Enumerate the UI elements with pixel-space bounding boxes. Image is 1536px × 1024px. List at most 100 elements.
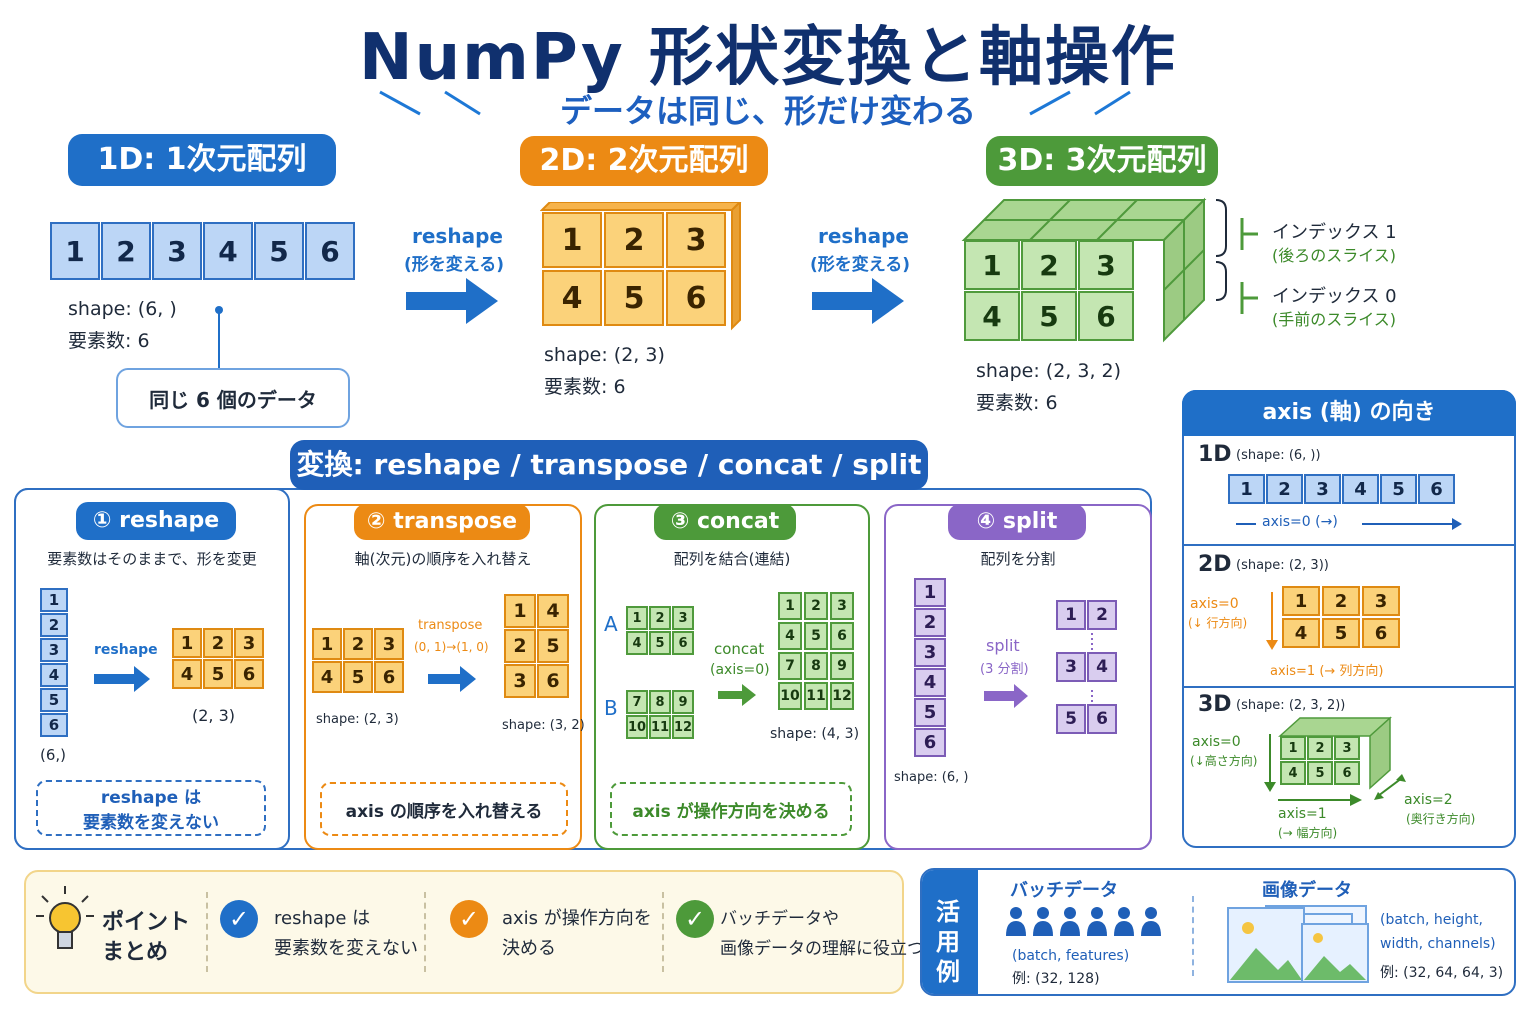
arrow2-label: reshape	[818, 224, 909, 248]
array-cell: 4	[1280, 761, 1306, 785]
array-cell: 4	[40, 663, 68, 687]
array-cell: 10	[626, 715, 648, 739]
people-icon	[1006, 907, 1161, 936]
reshape-arrow-label: reshape	[94, 642, 158, 658]
array-2d-depth	[540, 202, 742, 331]
array-cell: 1	[964, 240, 1020, 290]
array-cell: 4	[542, 270, 602, 326]
image-title: 画像データ	[1262, 880, 1352, 901]
axis-divider	[1184, 686, 1514, 688]
transpose-note: axis の順序を入れ替える	[320, 782, 568, 836]
array-cell: 3	[234, 628, 264, 658]
array-cell: 2	[1021, 240, 1077, 290]
array-cell: 2	[40, 613, 68, 637]
batch-example: 例: (32, 128)	[1012, 971, 1100, 987]
array-cell: 5	[649, 631, 671, 655]
array-cell: 3	[666, 212, 726, 268]
axis-3d-axis0-sub: (↓高さ方向)	[1190, 754, 1258, 768]
array-cell: 1	[1280, 736, 1306, 760]
same-data-note: 同じ 6 個のデータ	[116, 368, 350, 428]
array-cell: 5	[1021, 291, 1077, 341]
array-cell: 7	[626, 690, 648, 714]
axis-1d-label: 1D	[1198, 442, 1232, 467]
axis-3d-label: 3D	[1198, 692, 1232, 717]
array-cell: 1	[778, 592, 802, 620]
summary-divider	[662, 892, 664, 972]
array-cell: 4	[537, 594, 569, 628]
image-stack-icon	[1227, 905, 1369, 983]
array-cell: 2	[343, 628, 373, 660]
count-1d: 要素数: 6	[68, 330, 150, 352]
transform-banner: 変換: reshape / transpose / concat / split	[290, 440, 928, 490]
axis-3d-axis2-sub: (奥行き方向)	[1406, 812, 1476, 826]
axis-2d-shape: (shape: (2, 3))	[1236, 558, 1329, 573]
concat-note: axis が操作方向を決める	[610, 782, 852, 836]
array-cell: 2	[101, 222, 151, 280]
summary-head1: ポイント	[102, 910, 191, 935]
bracket-icon	[1215, 199, 1258, 314]
check-icon: ✓	[676, 900, 714, 938]
array-cell: 5	[1380, 474, 1417, 504]
axis-2d-axis1: axis=1 (→ 列方向)	[1270, 664, 1384, 679]
array-cell: 4	[1282, 618, 1320, 648]
array-cell: 2	[604, 212, 664, 268]
axis-3d-axis1-sub: (→ 幅方向)	[1278, 826, 1338, 840]
array-cell: 4	[964, 291, 1020, 341]
array-cell: 6	[234, 659, 264, 689]
arrow-right-icon	[812, 278, 904, 324]
check-icon: ✓	[220, 900, 258, 938]
array-cell: 3	[1362, 586, 1400, 616]
array-cell: 1	[40, 588, 68, 612]
transpose-arrow-label: transpose	[418, 618, 483, 633]
array-cell: 5	[1322, 618, 1360, 648]
array-cell: 6	[830, 622, 854, 650]
arrow-right-icon	[718, 684, 756, 706]
array-cell: 5	[914, 698, 946, 727]
array-cell: 1	[914, 578, 946, 607]
array-cell: 4	[203, 222, 253, 280]
arrow-right-icon	[406, 278, 498, 324]
index1-label: インデックス 1	[1272, 222, 1397, 243]
transpose-desc: 軸(次元)の順序を入れ替え	[354, 550, 532, 568]
axis-3d-axis0: axis=0	[1192, 734, 1241, 750]
array-cell: 2	[1322, 586, 1360, 616]
array-cell: 5	[203, 659, 233, 689]
shape-3d: shape: (2, 3, 2)	[976, 360, 1122, 382]
axis-3d-axis1: axis=1	[1278, 806, 1327, 822]
axis-arrow-icon	[1236, 518, 1462, 530]
concat-result-shape: shape: (4, 3)	[770, 726, 860, 742]
split-arrow-sub: (3 分割)	[980, 662, 1029, 677]
array-cell: 2	[1087, 600, 1117, 630]
array-cell: 4	[778, 622, 802, 650]
array-cell: 3	[40, 638, 68, 662]
array-cell: 6	[305, 222, 355, 280]
count-2d: 要素数: 6	[544, 376, 626, 398]
array-cell: 3	[914, 638, 946, 667]
concat-arrow-label: concat	[714, 640, 765, 658]
axis-down-arrow-icon	[1266, 592, 1278, 650]
axis-2d-axis0-sub: (↓ 行方向)	[1188, 616, 1248, 630]
array-cell: 8	[649, 690, 671, 714]
array-cell: 6	[1418, 474, 1455, 504]
array-cell: 6	[374, 661, 404, 693]
array-cell: 7	[778, 652, 802, 680]
split-arrow-label: split	[986, 636, 1020, 655]
summary-item2-line1: axis が操作方向を	[502, 908, 652, 929]
transpose-grid-shape: shape: (2, 3)	[316, 712, 399, 727]
check-icon: ✓	[450, 900, 488, 938]
reshape-note-line1: reshape は	[100, 788, 202, 808]
array-cell: 11	[649, 715, 671, 739]
array-cell: 6	[914, 728, 946, 757]
index0-label: インデックス 0	[1272, 286, 1397, 307]
array-cell: 6	[537, 664, 569, 698]
array-cell: 4	[1087, 652, 1117, 682]
array-cell: 9	[830, 652, 854, 680]
array-cell: 3	[1334, 736, 1360, 760]
array-cell: 3	[1304, 474, 1341, 504]
array-cell: 1	[504, 594, 536, 628]
sparkle-right-icon	[1029, 90, 1131, 116]
transpose-title: ② transpose	[354, 504, 530, 540]
reshape-title: ① reshape	[76, 502, 236, 540]
count-3d: 要素数: 6	[976, 392, 1058, 414]
split-desc: 配列を分割	[980, 550, 1056, 568]
